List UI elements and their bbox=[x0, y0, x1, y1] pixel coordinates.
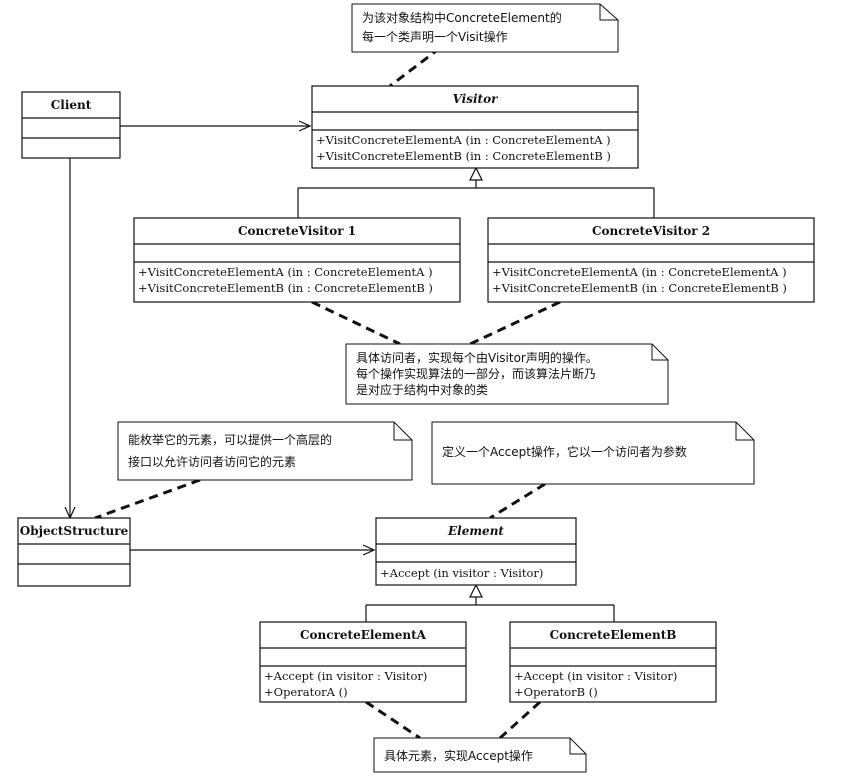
os-note-line-1: 能枚举它的元素，可以提供一个高层的 bbox=[128, 432, 332, 447]
element-op-accept: +Accept (in visitor : Visitor) bbox=[380, 566, 543, 580]
ceb-op-accept: +Accept (in visitor : Visitor) bbox=[514, 669, 677, 683]
cv-note-line-2: 每个操作实现算法的一部分，而该算法片断乃 bbox=[356, 366, 596, 381]
element-note: 定义一个Accept操作，它以一个访问者为参数 bbox=[431, 421, 755, 485]
visitor-note: 为该对象结构中ConcreteElement的 每一个类声明一个Visit操作 bbox=[351, 3, 619, 53]
concrete-visitor-note: 具体访问者，实现每个由Visitor声明的操作。 每个操作实现算法的一部分，而该… bbox=[345, 343, 669, 405]
ce-note-line-1: 具体元素，实现Accept操作 bbox=[384, 748, 533, 763]
ceb-class-name: ConcreteElementB bbox=[550, 628, 677, 642]
element-note-anchor bbox=[489, 482, 546, 520]
cv1-op-a: +VisitConcreteElementA (in : ConcreteEle… bbox=[138, 265, 433, 279]
object-structure-class: ObjectStructure bbox=[17, 517, 131, 587]
visitor-note-line-2: 每一个类声明一个Visit操作 bbox=[362, 29, 508, 44]
cea-op-accept: +Accept (in visitor : Visitor) bbox=[264, 669, 427, 683]
element-generalization bbox=[365, 583, 615, 622]
element-class: Element +Accept (in visitor : Visitor) bbox=[375, 517, 577, 586]
object-structure-class-name: ObjectStructure bbox=[20, 524, 129, 538]
cv2-note-anchor bbox=[469, 300, 561, 346]
cea-op-operator: +OperatorA () bbox=[264, 685, 348, 699]
client-class: Client bbox=[21, 91, 121, 159]
visitor-op-a: +VisitConcreteElementA (in : ConcreteEle… bbox=[316, 133, 611, 147]
cv1-op-b: +VisitConcreteElementB (in : ConcreteEle… bbox=[138, 281, 433, 295]
cv1-note-anchor bbox=[311, 300, 401, 346]
visitor-op-b: +VisitConcreteElementB (in : ConcreteEle… bbox=[316, 149, 611, 163]
cv2-class-name: ConcreteVisitor 2 bbox=[592, 224, 710, 238]
concrete-element-note: 具体元素，实现Accept操作 bbox=[373, 737, 587, 773]
ceb-op-operator: +OperatorB () bbox=[514, 685, 598, 699]
client-class-name: Client bbox=[51, 98, 92, 112]
cv-note-line-1: 具体访问者，实现每个由Visitor声明的操作。 bbox=[356, 350, 598, 365]
concrete-element-a-class: ConcreteElementA +Accept (in visitor : V… bbox=[259, 621, 467, 703]
element-class-name: Element bbox=[447, 524, 504, 538]
os-note-line-2: 接口以允许访问者访问它的元素 bbox=[128, 454, 296, 469]
element-note-line-1: 定义一个Accept操作，它以一个访问者为参数 bbox=[442, 444, 687, 459]
cv2-op-a: +VisitConcreteElementA (in : ConcreteEle… bbox=[492, 265, 787, 279]
cea-class-name: ConcreteElementA bbox=[300, 628, 427, 642]
visitor-note-line-1: 为该对象结构中ConcreteElement的 bbox=[362, 10, 562, 25]
visitor-note-anchor bbox=[389, 46, 441, 88]
cv2-op-b: +VisitConcreteElementB (in : ConcreteEle… bbox=[492, 281, 787, 295]
concrete-element-b-class: ConcreteElementB +Accept (in visitor : V… bbox=[509, 621, 717, 703]
cv-note-line-3: 是对应于结构中对象的类 bbox=[356, 382, 488, 397]
cv1-class-name: ConcreteVisitor 1 bbox=[238, 224, 356, 238]
cea-note-anchor bbox=[365, 700, 421, 740]
visitor-class: Visitor +VisitConcreteElementA (in : Con… bbox=[311, 85, 639, 169]
visitor-class-name: Visitor bbox=[453, 92, 500, 106]
ceb-note-anchor bbox=[498, 700, 542, 740]
concrete-visitor-2-class: ConcreteVisitor 2 +VisitConcreteElementA… bbox=[487, 217, 815, 303]
object-structure-note: 能枚举它的元素，可以提供一个高层的 接口以允许访问者访问它的元素 bbox=[117, 421, 413, 481]
objectstructure-note-anchor bbox=[94, 478, 201, 520]
visitor-generalization bbox=[297, 166, 655, 218]
concrete-visitor-1-class: ConcreteVisitor 1 +VisitConcreteElementA… bbox=[133, 217, 461, 303]
